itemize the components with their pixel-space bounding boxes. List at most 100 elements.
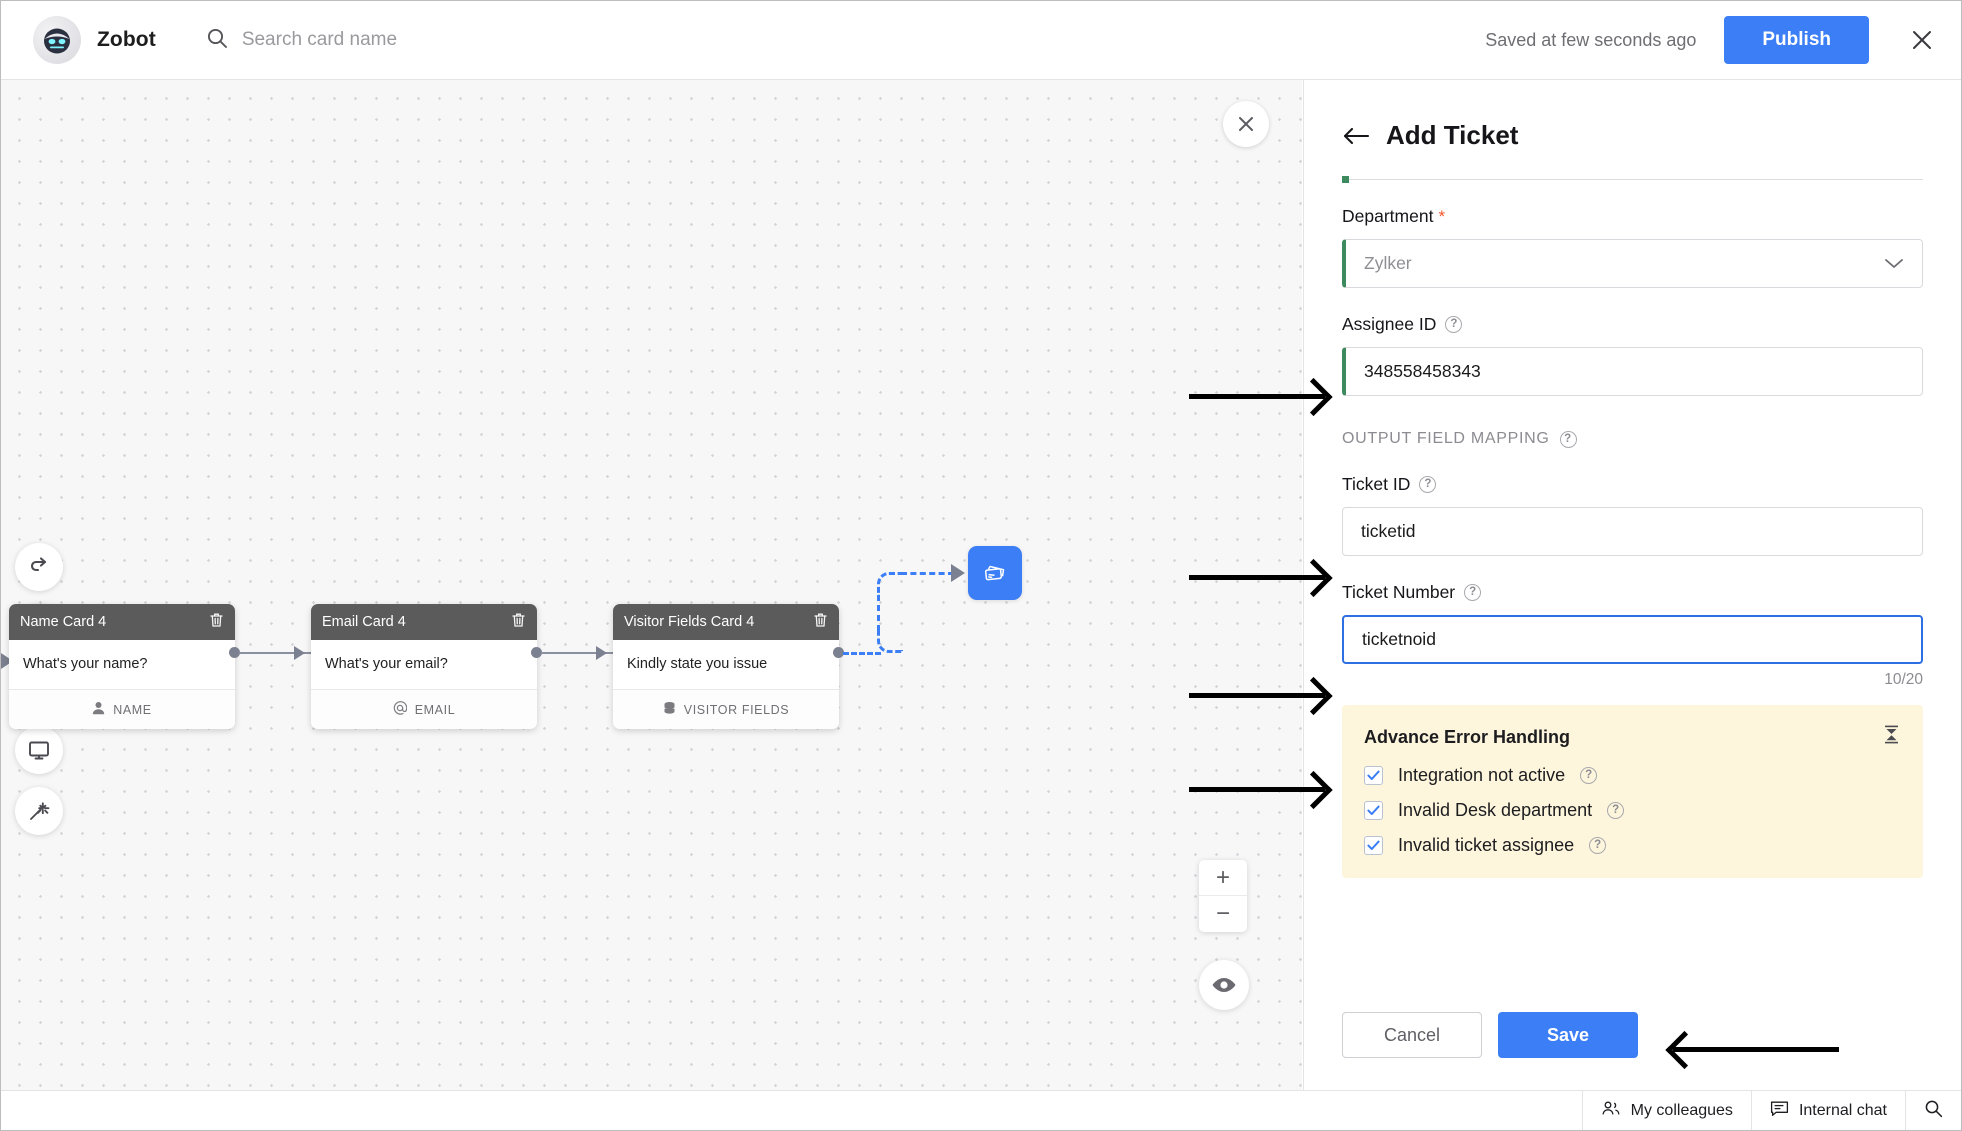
internal-chat-label: Internal chat (1798, 1101, 1887, 1119)
zoom-in-button[interactable]: + (1199, 860, 1247, 896)
ticket-id-field: Ticket ID ? ticketid (1342, 474, 1923, 556)
card-footer-label: VISITOR FIELDS (683, 702, 790, 717)
close-icon[interactable] (1905, 23, 1939, 57)
card-footer: EMAIL (311, 689, 537, 729)
search-box[interactable] (206, 27, 662, 54)
dashed-connector-segment (877, 595, 880, 631)
header-actions: Saved at few seconds ago Publish (1485, 16, 1961, 64)
checkbox-invalid-desk-department[interactable] (1364, 801, 1383, 820)
trash-icon[interactable] (511, 612, 526, 632)
cancel-button[interactable]: Cancel (1342, 1012, 1482, 1058)
checkbox-invalid-ticket-assignee[interactable] (1364, 836, 1383, 855)
output-field-mapping-section: OUTPUT FIELD MAPPING ? (1342, 430, 1923, 448)
card-footer: VISITOR FIELDS (613, 689, 839, 729)
annotation-arrow-ticket-id (1189, 575, 1325, 580)
advance-error-handling-header: Advance Error Handling (1364, 725, 1901, 749)
card-header: Email Card 4 (311, 604, 537, 640)
card-prompt: What's your email? (311, 640, 537, 689)
help-question-icon[interactable]: ? (1464, 584, 1482, 601)
advance-error-handling-title: Advance Error Handling (1364, 726, 1571, 747)
card-title: Visitor Fields Card 4 (624, 614, 755, 630)
help-question-icon[interactable]: ? (1607, 802, 1625, 819)
flow-card-visitor-fields[interactable]: Visitor Fields Card 4 Kindly state you i… (613, 604, 839, 729)
app-header: Zobot Saved at few seconds ago Publish (1, 1, 1961, 80)
required-marker: * (1438, 207, 1446, 226)
assignee-id-input[interactable]: 348558458343 (1342, 347, 1923, 396)
ticket-id-value: ticketid (1361, 521, 1416, 541)
section-title: OUTPUT FIELD MAPPING (1342, 430, 1550, 447)
dashed-connector-segment (843, 652, 881, 655)
back-arrow-icon[interactable] (1342, 126, 1370, 146)
search-input[interactable] (241, 29, 662, 51)
publish-button[interactable]: Publish (1724, 16, 1869, 64)
trash-icon[interactable] (209, 612, 224, 632)
error-option-label: Invalid ticket assignee (1398, 835, 1575, 855)
flow-card-name[interactable]: Name Card 4 What's your name? NAME (9, 604, 235, 729)
panel-divider (1342, 176, 1923, 183)
brand-name: Zobot (97, 28, 156, 51)
card-output-port[interactable] (531, 647, 542, 658)
error-option-row[interactable]: Invalid ticket assignee ? (1364, 835, 1901, 856)
dashed-connector-segment (901, 572, 954, 575)
connector-line (541, 652, 621, 654)
ticket-number-label-row: Ticket Number ? (1342, 582, 1923, 603)
error-option-label: Invalid Desk department (1398, 800, 1593, 820)
card-footer-label: EMAIL (414, 702, 456, 717)
ticket-id-label-row: Ticket ID ? (1342, 474, 1923, 495)
robot-avatar-icon (33, 16, 81, 64)
ticket-id-label: Ticket ID (1342, 474, 1411, 494)
close-icon[interactable] (1223, 101, 1269, 147)
zoom-controls[interactable]: + − (1199, 860, 1247, 932)
my-colleagues-label: My colleagues (1630, 1101, 1733, 1119)
character-counter: 10/20 (1884, 671, 1923, 688)
card-title: Email Card 4 (322, 614, 406, 630)
help-question-icon[interactable]: ? (1580, 767, 1598, 784)
ticket-id-input[interactable]: ticketid (1342, 507, 1923, 556)
search-icon (206, 27, 228, 54)
department-label: Department (1342, 206, 1434, 226)
collapse-icon[interactable] (1882, 725, 1901, 749)
help-question-icon[interactable]: ? (1589, 837, 1607, 854)
trash-icon[interactable] (813, 612, 828, 632)
ticket-number-input[interactable]: ticketnoid (1342, 615, 1923, 664)
eye-icon[interactable] (1199, 960, 1249, 1010)
annotation-arrow-assignee (1189, 394, 1325, 399)
ticket-number-field: Ticket Number ? ticketnoid 10/20 (1342, 582, 1923, 689)
card-header: Name Card 4 (9, 604, 235, 640)
person-icon (92, 701, 105, 718)
assignee-label: Assignee ID (1342, 314, 1437, 334)
advance-error-handling-panel: Advance Error Handling Integrati (1342, 705, 1923, 878)
help-question-icon[interactable]: ? (1419, 476, 1437, 493)
magic-wand-button[interactable] (15, 787, 63, 835)
chat-bubble-icon (1770, 1100, 1789, 1122)
card-output-port[interactable] (229, 647, 240, 658)
dashed-connector-corner (877, 572, 903, 598)
checkbox-integration-not-active[interactable] (1364, 766, 1383, 785)
database-stack-icon (663, 701, 676, 718)
preview-button[interactable] (15, 726, 63, 774)
error-option-row[interactable]: Invalid Desk department ? (1364, 800, 1901, 821)
annotation-arrow-error-panel (1189, 787, 1325, 792)
panel-actions: Cancel Save (1342, 1012, 1638, 1058)
ticket-node[interactable] (968, 546, 1022, 600)
ticket-number-value: ticketnoid (1362, 629, 1436, 649)
help-question-icon[interactable]: ? (1445, 316, 1463, 333)
zoom-out-button[interactable]: − (1215, 900, 1230, 927)
dashed-connector-corner (877, 627, 903, 653)
department-select[interactable]: Zylker (1342, 239, 1923, 288)
help-question-icon[interactable]: ? (1559, 430, 1577, 448)
at-sign-icon (393, 701, 408, 718)
page-title: Add Ticket (1386, 120, 1519, 150)
save-button[interactable]: Save (1498, 1012, 1638, 1058)
card-output-port[interactable] (833, 647, 844, 658)
my-colleagues-button[interactable]: My colleagues (1581, 1091, 1751, 1130)
flow-card-email[interactable]: Email Card 4 What's your email? EMAIL (311, 604, 537, 729)
undo-button[interactable] (15, 543, 63, 591)
card-prompt: What's your name? (9, 640, 235, 689)
footer-search-button[interactable] (1905, 1091, 1961, 1130)
panel-header: Add Ticket (1342, 80, 1923, 151)
error-option-row[interactable]: Integration not active ? (1364, 765, 1901, 786)
flow-canvas[interactable]: Name Card 4 What's your name? NAME (1, 80, 1302, 1092)
internal-chat-button[interactable]: Internal chat (1750, 1091, 1905, 1130)
assignee-id-field: Assignee ID ? 348558458343 (1342, 314, 1923, 396)
